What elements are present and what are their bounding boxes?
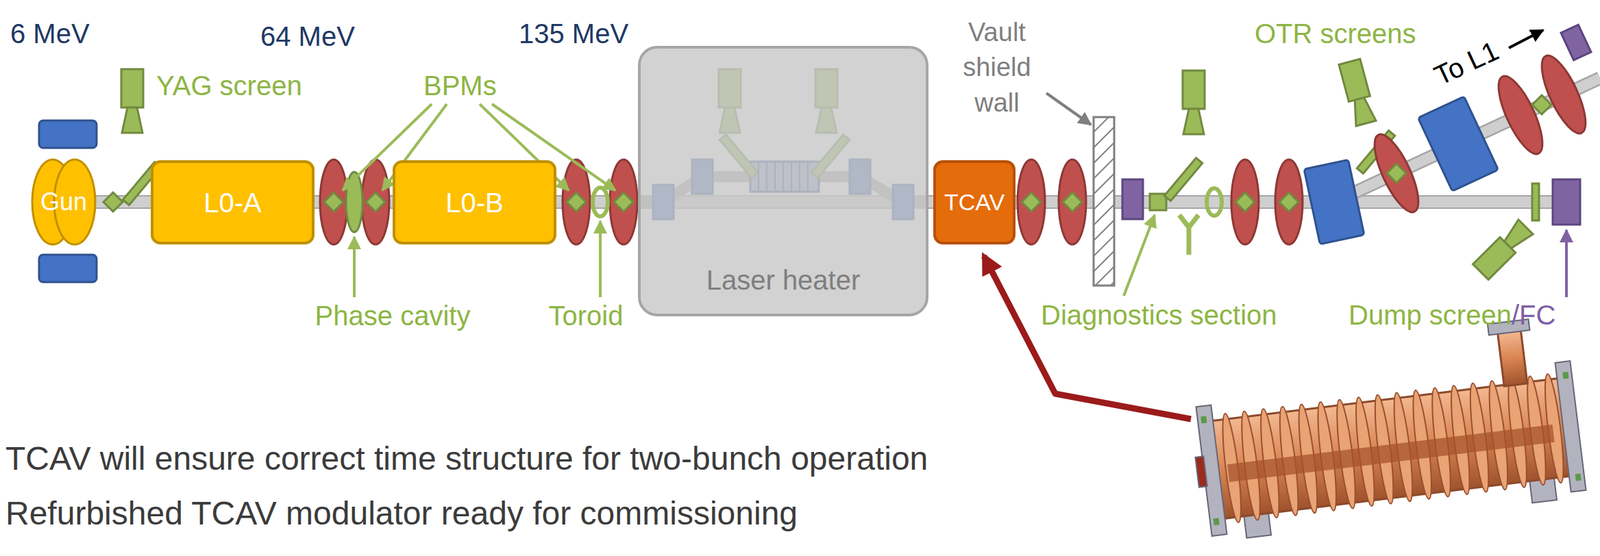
- dipole-magnet: [1418, 96, 1499, 192]
- component-label: /FC: [1511, 300, 1556, 331]
- label-box: 135 MeV: [518, 17, 629, 50]
- faraday-cup: [1552, 179, 1581, 225]
- tcav-box-text: TCAV: [944, 189, 1005, 216]
- tcav-structure-drawing: [1183, 315, 1587, 544]
- label-box: 64 MeV: [260, 20, 355, 53]
- linac-box-text: L0-B: [445, 187, 504, 219]
- leader-line: [1123, 215, 1155, 297]
- quadrupole-magnet: [562, 159, 590, 245]
- solenoid-magnet: [39, 254, 97, 283]
- label-box: OTR screens: [1254, 17, 1417, 50]
- component-label: Phase cavity: [315, 300, 471, 331]
- label-box: YAG screen: [156, 69, 303, 102]
- label-box: 6 MeV: [10, 17, 90, 50]
- quadrupole-magnet: [1275, 159, 1303, 245]
- quadrupole-magnet: [1231, 159, 1259, 245]
- label-box: Refurbished TCAV modulator ready for com…: [5, 494, 798, 533]
- bpm-symbol: [566, 192, 586, 212]
- note-text: Refurbished TCAV modulator ready for com…: [5, 495, 798, 532]
- camera-symbol: [1338, 58, 1377, 127]
- energy-label: 135 MeV: [518, 18, 629, 49]
- gun-node: Gun: [30, 158, 97, 246]
- purple-device: [1560, 24, 1592, 61]
- component-label: BPMs: [423, 70, 497, 101]
- quadrupole-magnet: [320, 159, 348, 245]
- toroid-symbol: [1206, 188, 1222, 216]
- quadrupole-magnet: [1490, 70, 1552, 159]
- leader-line: [1046, 93, 1091, 125]
- leader-line: [1565, 230, 1568, 298]
- label-box: Dump screen: [1348, 299, 1512, 331]
- bpm-symbol: [365, 192, 386, 212]
- label-box: Diagnostics section: [1040, 299, 1278, 331]
- leader-line: [598, 221, 602, 298]
- wall-label: Vault shield wall: [962, 17, 1031, 118]
- quadrupole-magnet: [1017, 159, 1045, 245]
- bpm-symbol: [1386, 163, 1407, 183]
- tcav-box: TCAV: [933, 160, 1016, 245]
- energy-label: 6 MeV: [10, 18, 90, 49]
- label-box: TCAV will ensure correct time structure …: [5, 439, 928, 478]
- component-label: OTR screens: [1254, 18, 1417, 49]
- bpm-symbol: [1235, 192, 1255, 212]
- label-box: To L1: [1429, 34, 1504, 92]
- shield-wall: [1093, 117, 1115, 286]
- toroid-symbol: [592, 187, 608, 217]
- laser-heater-region: Laser heater: [637, 45, 929, 317]
- direction-label: To L1: [1429, 34, 1503, 91]
- bpm-symbol: [1062, 192, 1082, 212]
- bpm-symbol: [324, 192, 344, 212]
- quadrupole-magnet: [609, 159, 638, 245]
- laser-heater-region-text: Laser heater: [706, 264, 861, 297]
- gun-node-text: Gun: [40, 187, 88, 216]
- direction-arrow: [1508, 30, 1544, 48]
- note-text: TCAV will ensure correct time structure …: [5, 440, 928, 477]
- dipole-magnet: [1303, 159, 1365, 244]
- camera-symbol: [1473, 219, 1534, 280]
- dump-screen: [1532, 183, 1540, 221]
- bpm-symbol: [613, 192, 634, 212]
- label-box: Phase cavity: [315, 300, 471, 332]
- component-label: YAG screen: [156, 70, 303, 101]
- bpm-symbol: [1021, 192, 1041, 212]
- label-box: Vault shield wall: [945, 15, 1049, 121]
- quadrupole-magnet: [361, 159, 390, 245]
- label-box: BPMs: [423, 69, 497, 102]
- leader-line: [352, 237, 356, 298]
- energy-label: 64 MeV: [260, 21, 355, 52]
- callout-arrow: [983, 256, 1191, 420]
- label-box: /FC: [1511, 299, 1556, 331]
- component-label: Toroid: [548, 300, 624, 331]
- purple-device: [1122, 179, 1143, 220]
- solenoid-magnet: [39, 120, 97, 149]
- camera-symbol: [121, 69, 144, 133]
- quadrupole-magnet: [1058, 159, 1087, 245]
- linac-box: L0-A: [150, 160, 315, 245]
- linac-box-text: L0-A: [203, 187, 262, 219]
- label-box: Toroid: [548, 300, 624, 332]
- component-label: Dump screen: [1348, 300, 1512, 331]
- linac-box: L0-B: [392, 160, 557, 245]
- component-label: Diagnostics section: [1040, 300, 1278, 331]
- quadrupole-magnet: [1366, 128, 1428, 218]
- camera-symbol: [1182, 70, 1205, 135]
- screen-paddle: [1164, 158, 1202, 202]
- wire-scanner-fork: [1179, 215, 1199, 255]
- bpm-symbol: [1279, 192, 1299, 212]
- bpm-symbol: [103, 192, 123, 212]
- bpm-symbol: [1532, 95, 1552, 115]
